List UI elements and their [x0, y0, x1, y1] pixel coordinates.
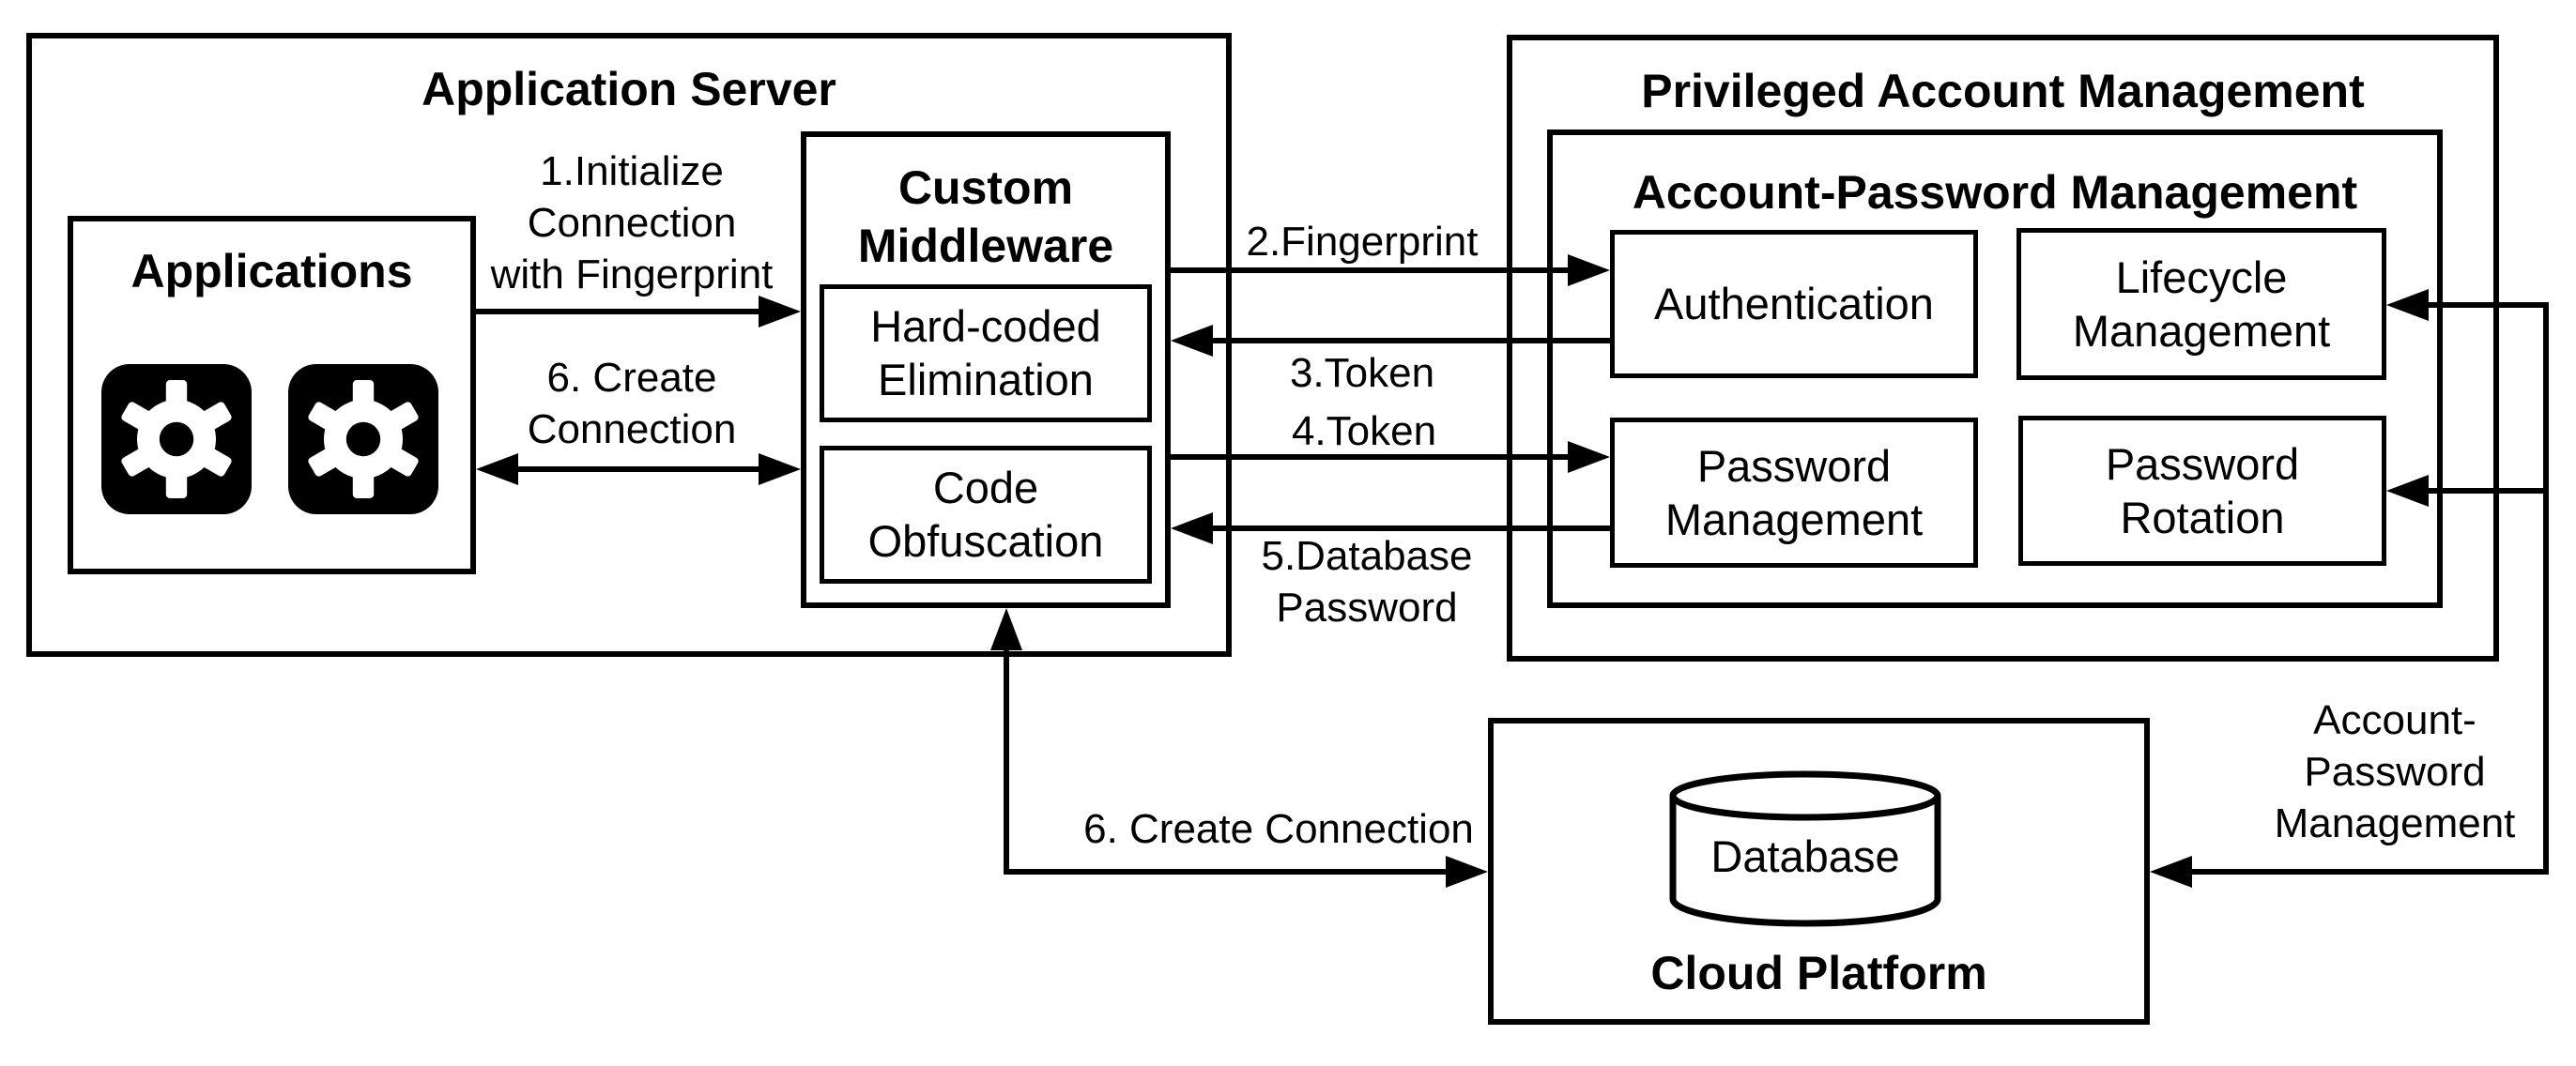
flow-label-initialize-connection: 1.Initialize Connection with Fingerprint [490, 148, 774, 297]
password-rotation-label: Password Rotation [2105, 439, 2300, 542]
gear-icon [288, 364, 438, 514]
database-label: Database [1710, 831, 1900, 881]
password-management-label: Password Management [1664, 441, 1924, 544]
box-custom-middleware [801, 131, 1171, 608]
box-cloud-platform [1488, 718, 2150, 1025]
flow-label-database-password: 5.Database Password [1261, 533, 1473, 631]
flow-label-fingerprint: 2.Fingerprint [1246, 219, 1479, 265]
gear-icon [308, 380, 419, 498]
box-applications [68, 216, 476, 574]
gear-icon [121, 380, 232, 498]
account-password-management-title: Account-Password Management [1632, 166, 2358, 219]
custom-middleware-title: Custom Middleware [857, 161, 1114, 272]
application-server-title: Application Server [422, 63, 836, 115]
flow-label-create-connection-top: 6. Create Connection [527, 355, 737, 452]
authentication-label: Authentication [1654, 279, 1934, 328]
box-authentication [1610, 230, 1978, 378]
lifecycle-management-label: Lifecycle Management [2072, 252, 2331, 356]
privileged-account-management-title: Privileged Account Management [1641, 65, 2365, 117]
gear-icon [101, 364, 252, 514]
flow-label-token-3: 3.Token [1289, 350, 1435, 396]
flow-label-token-4: 4.Token [1291, 408, 1437, 454]
box-hard-coded-elimination [820, 284, 1152, 422]
cloud-platform-title: Cloud Platform [1650, 947, 1987, 999]
hard-coded-elimination-label: Hard-coded Elimination [870, 301, 1101, 404]
box-password-management [1610, 418, 1978, 568]
applications-title: Applications [130, 245, 413, 297]
box-application-server [26, 33, 1232, 657]
database-cylinder-icon [1669, 770, 1941, 927]
code-obfuscation-label: Code Obfuscation [867, 463, 1104, 566]
flow-label-create-connection-bottom: 6. Create Connection [1083, 806, 1474, 852]
flow-label-account-password-management: Account- Password Management [2274, 697, 2516, 846]
box-code-obfuscation [820, 446, 1152, 584]
